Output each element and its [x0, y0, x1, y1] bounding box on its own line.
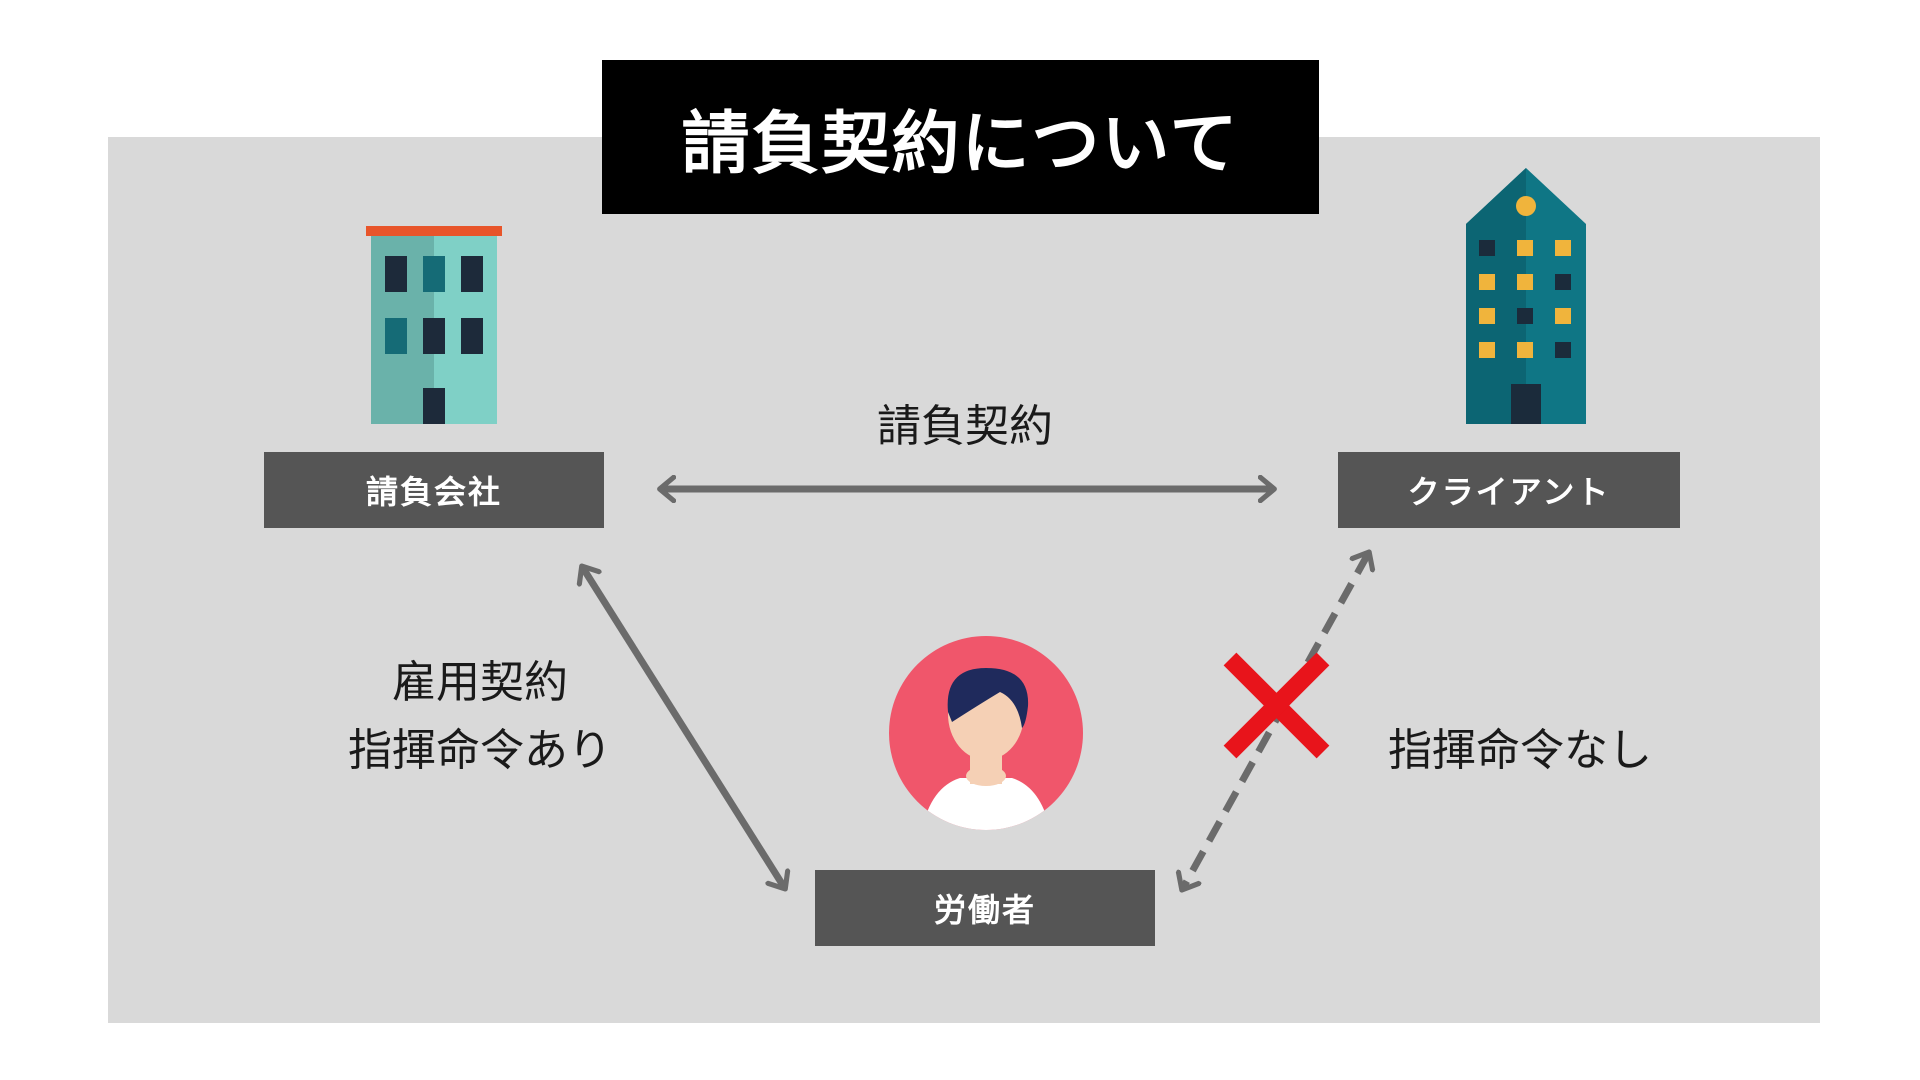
worker-label: 労働者 [815, 870, 1155, 946]
page-title: 請負契約について [602, 60, 1319, 214]
contractor-label: 請負会社 [264, 452, 604, 528]
command-yes-text: 指揮命令あり [348, 725, 612, 776]
contract-text: 請負契約 [877, 401, 1053, 452]
employment-contract-text: 雇用契約 [392, 657, 568, 708]
worker-person-icon [889, 636, 1083, 830]
employment-arrow [583, 568, 784, 887]
client-label: クライアント [1338, 452, 1680, 528]
cross-icon [1223, 652, 1330, 759]
client-building-icon [1466, 168, 1586, 424]
no-command-dashed-arrow [1183, 554, 1368, 888]
command-no-text: 指揮命令なし [1388, 725, 1652, 776]
contractor-building-icon [366, 226, 502, 424]
